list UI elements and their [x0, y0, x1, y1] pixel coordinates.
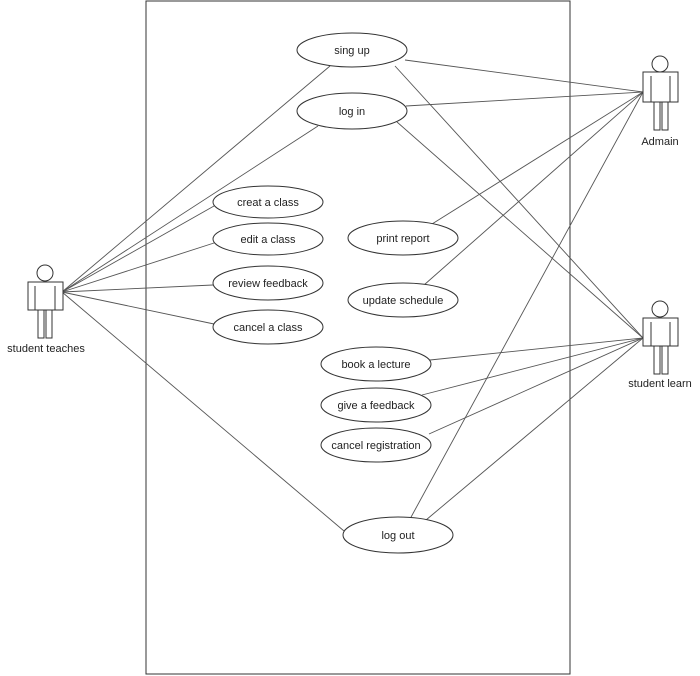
actor-leg-icon	[45, 309, 53, 339]
actor-head-icon	[36, 264, 54, 282]
association-line	[61, 291, 345, 532]
actor-student-teaches-label: student teaches	[7, 343, 85, 355]
use-case-update-schedule-label: update schedule	[363, 295, 444, 307]
actor-body-icon	[642, 317, 679, 347]
use-case-log-in[interactable]: log in	[296, 92, 408, 130]
association-line	[61, 125, 319, 293]
use-cases: sing up log in creat a class edit a clas…	[212, 32, 459, 554]
actor-leg-icon	[653, 345, 661, 375]
use-case-cancel-class[interactable]: cancel a class	[212, 309, 324, 345]
actor-student-teaches[interactable]: student teaches	[7, 264, 85, 355]
use-case-give-feedback-label: give a feedback	[337, 400, 415, 412]
association-line	[423, 91, 644, 286]
use-case-edit-class-label: edit a class	[240, 234, 296, 246]
use-case-create-class-label: creat a class	[237, 197, 299, 209]
use-case-cancel-registration-label: cancel registration	[331, 440, 420, 452]
actor-student-learn-label: student learn	[628, 378, 692, 390]
use-case-give-feedback[interactable]: give a feedback	[320, 387, 432, 423]
use-case-book-lecture-label: book a lecture	[341, 359, 410, 371]
association-line	[61, 65, 331, 293]
use-case-create-class[interactable]: creat a class	[212, 185, 324, 219]
association-line	[429, 337, 644, 361]
association-line	[405, 91, 644, 107]
association-line	[61, 291, 215, 325]
association-line	[421, 337, 644, 396]
association-line	[61, 205, 215, 293]
actor-head-icon	[651, 55, 669, 73]
actor-student-learn[interactable]: student learn	[628, 300, 692, 390]
actor-admin-label: Admain	[641, 136, 678, 148]
association-line	[396, 121, 644, 339]
use-case-log-out-label: log out	[381, 530, 414, 542]
association-line	[404, 59, 644, 93]
association-line	[394, 65, 644, 339]
use-case-book-lecture[interactable]: book a lecture	[320, 346, 432, 382]
use-case-print-report[interactable]: print report	[347, 220, 459, 256]
actor-body-icon	[642, 71, 679, 103]
actor-admin[interactable]: Admain	[641, 55, 679, 148]
association-line	[425, 337, 644, 521]
association-line	[61, 242, 215, 293]
association-line	[409, 91, 644, 520]
association-line	[61, 284, 214, 293]
actor-leg-icon	[653, 101, 661, 131]
use-case-log-in-label: log in	[339, 106, 365, 118]
actor-head-icon	[651, 300, 669, 318]
use-case-cancel-registration[interactable]: cancel registration	[320, 427, 432, 463]
use-case-review-feedback[interactable]: review feedback	[212, 265, 324, 301]
association-lines	[61, 59, 644, 532]
actor-body-icon	[27, 281, 64, 311]
use-case-sign-up-label: sing up	[334, 45, 369, 57]
actor-leg-icon	[661, 345, 669, 375]
use-case-sign-up[interactable]: sing up	[296, 32, 408, 68]
association-line	[428, 337, 644, 435]
actor-leg-icon	[37, 309, 45, 339]
actor-leg-icon	[661, 101, 669, 131]
use-case-log-out[interactable]: log out	[342, 516, 454, 554]
use-case-print-report-label: print report	[376, 233, 429, 245]
use-case-cancel-class-label: cancel a class	[233, 322, 303, 334]
use-case-review-feedback-label: review feedback	[228, 278, 308, 290]
use-case-update-schedule[interactable]: update schedule	[347, 282, 459, 318]
association-line	[431, 91, 644, 225]
use-case-edit-class[interactable]: edit a class	[212, 222, 324, 256]
